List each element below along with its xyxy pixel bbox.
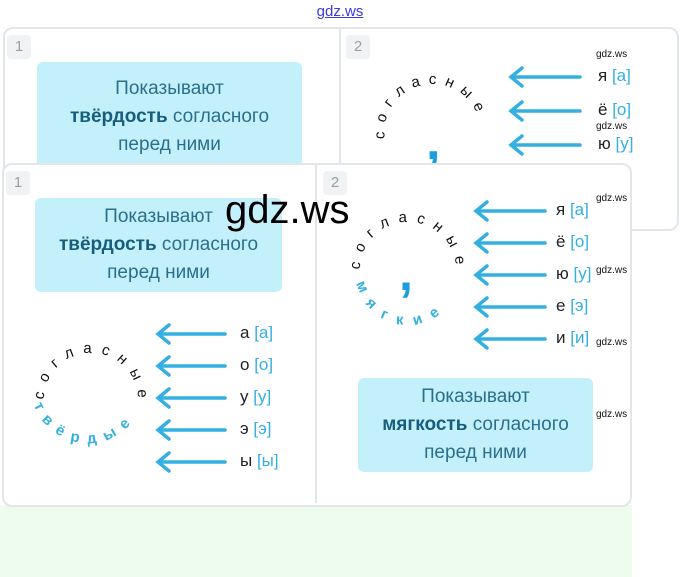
vowel-sound: [и]: [565, 328, 590, 347]
vowel-row: ы [ы]: [240, 451, 279, 471]
vowel-letter: е: [556, 296, 566, 315]
vowel-letter: я: [598, 66, 608, 85]
vowel-letter: а: [240, 323, 250, 342]
callout-hard: Показывают твёрдость согласного перед ни…: [37, 62, 302, 172]
panel-number: 1: [6, 171, 30, 195]
watermark-small: gdz.ws: [596, 121, 628, 132]
callout-line: перед ними: [424, 442, 527, 463]
divider: [315, 165, 317, 503]
vowel-row: ё [о]: [598, 100, 631, 120]
vowel-letter: ю: [556, 264, 569, 283]
watermark-small: gdz.ws: [596, 409, 628, 420]
vowel-sound: [о]: [249, 355, 274, 374]
vowel-sound: [э]: [248, 419, 272, 438]
vowel-sound: [э]: [565, 296, 589, 315]
hard-arc: твёрдые: [30, 399, 140, 448]
panel-number: 2: [323, 171, 347, 195]
arrow-left-icon: [473, 231, 547, 255]
vowel-letter: ё: [598, 100, 608, 119]
watermark-small: gdz.ws: [596, 193, 628, 204]
arrow-left-icon: [508, 99, 582, 123]
arrow-left-icon: [155, 322, 227, 346]
arrow-left-icon: [155, 450, 227, 474]
callout-soft: Показывают мягкость согласного перед ним…: [358, 378, 593, 472]
vowel-sound: [а]: [565, 200, 589, 219]
vowel-row: у [у]: [240, 387, 271, 407]
watermark-small: gdz.ws: [596, 265, 628, 276]
callout-line: Показывают: [115, 78, 224, 99]
vowel-letter: ё: [556, 232, 566, 251]
vowel-letter: я: [556, 200, 566, 219]
callout-hard: Показывают твёрдость согласного перед ни…: [35, 198, 282, 292]
watermark-big: gdz.ws: [225, 188, 350, 232]
vowel-sound: [а]: [249, 323, 274, 342]
watermark-small: gdz.ws: [596, 49, 628, 60]
callout-line: твёрдость согласного: [69, 106, 270, 127]
vowel-sound: [о]: [565, 232, 590, 251]
watermark-link[interactable]: gdz.ws: [316, 3, 364, 20]
callout-line: Показывают: [104, 206, 213, 227]
arrow-left-icon: [473, 327, 547, 351]
circle-text-hard: согласные твёрдые: [30, 340, 151, 448]
arrow-left-icon: [155, 386, 227, 410]
callout-line: Показывают: [421, 386, 530, 407]
divider: [339, 29, 341, 164]
arrow-left-icon: [473, 263, 547, 287]
arrow-left-icon: [473, 295, 547, 319]
vowel-sound: [у]: [610, 134, 634, 153]
vowel-sound: [ы]: [252, 451, 279, 470]
vowel-letter: э: [240, 419, 249, 438]
callout-line: перед ними: [107, 262, 210, 283]
arrow-left-icon: [473, 199, 547, 223]
vowel-row: я [а]: [556, 200, 589, 220]
vowel-letter: и: [556, 328, 566, 347]
vowel-sound: [у]: [568, 264, 592, 283]
callout-line: мягкость согласного: [382, 414, 569, 435]
circle-text-soft: согласные мягкие ,: [346, 209, 460, 329]
watermark-small: gdz.ws: [596, 337, 628, 348]
arrow-left-icon: [155, 354, 227, 378]
comma-mark: ,: [426, 113, 440, 164]
vowel-row: ю [у]: [598, 134, 633, 154]
vowel-letter: о: [240, 355, 250, 374]
vowel-row: ю [у]: [556, 264, 591, 284]
vowel-sound: [о]: [607, 100, 632, 119]
callout-line: перед ними: [118, 134, 221, 155]
vowel-row: ё [о]: [556, 232, 589, 252]
vowel-row: о [о]: [240, 355, 273, 375]
vowel-row: а [а]: [240, 323, 273, 343]
arrow-left-icon: [508, 65, 582, 89]
panel-number: 1: [7, 35, 31, 59]
circle-text-back: согласные ,: [371, 71, 483, 164]
arrow-left-icon: [508, 133, 582, 157]
vowel-letter: ю: [598, 134, 611, 153]
vowel-row: я [а]: [598, 66, 631, 86]
vowel-row: и [и]: [556, 328, 589, 348]
consonants-arc: согласные: [30, 340, 151, 407]
vowel-row: е [э]: [556, 296, 588, 316]
green-background: [0, 505, 632, 577]
comma-mark: ,: [399, 245, 413, 301]
vowel-sound: [у]: [248, 387, 272, 406]
vowel-row: э [э]: [240, 419, 272, 439]
vowel-sound: [а]: [607, 66, 631, 85]
callout-line: твёрдость согласного: [58, 234, 259, 255]
arrow-left-icon: [155, 418, 227, 442]
vowel-letter: ы: [240, 451, 253, 470]
panel-number: 2: [346, 35, 370, 59]
vowel-letter: у: [240, 387, 249, 406]
